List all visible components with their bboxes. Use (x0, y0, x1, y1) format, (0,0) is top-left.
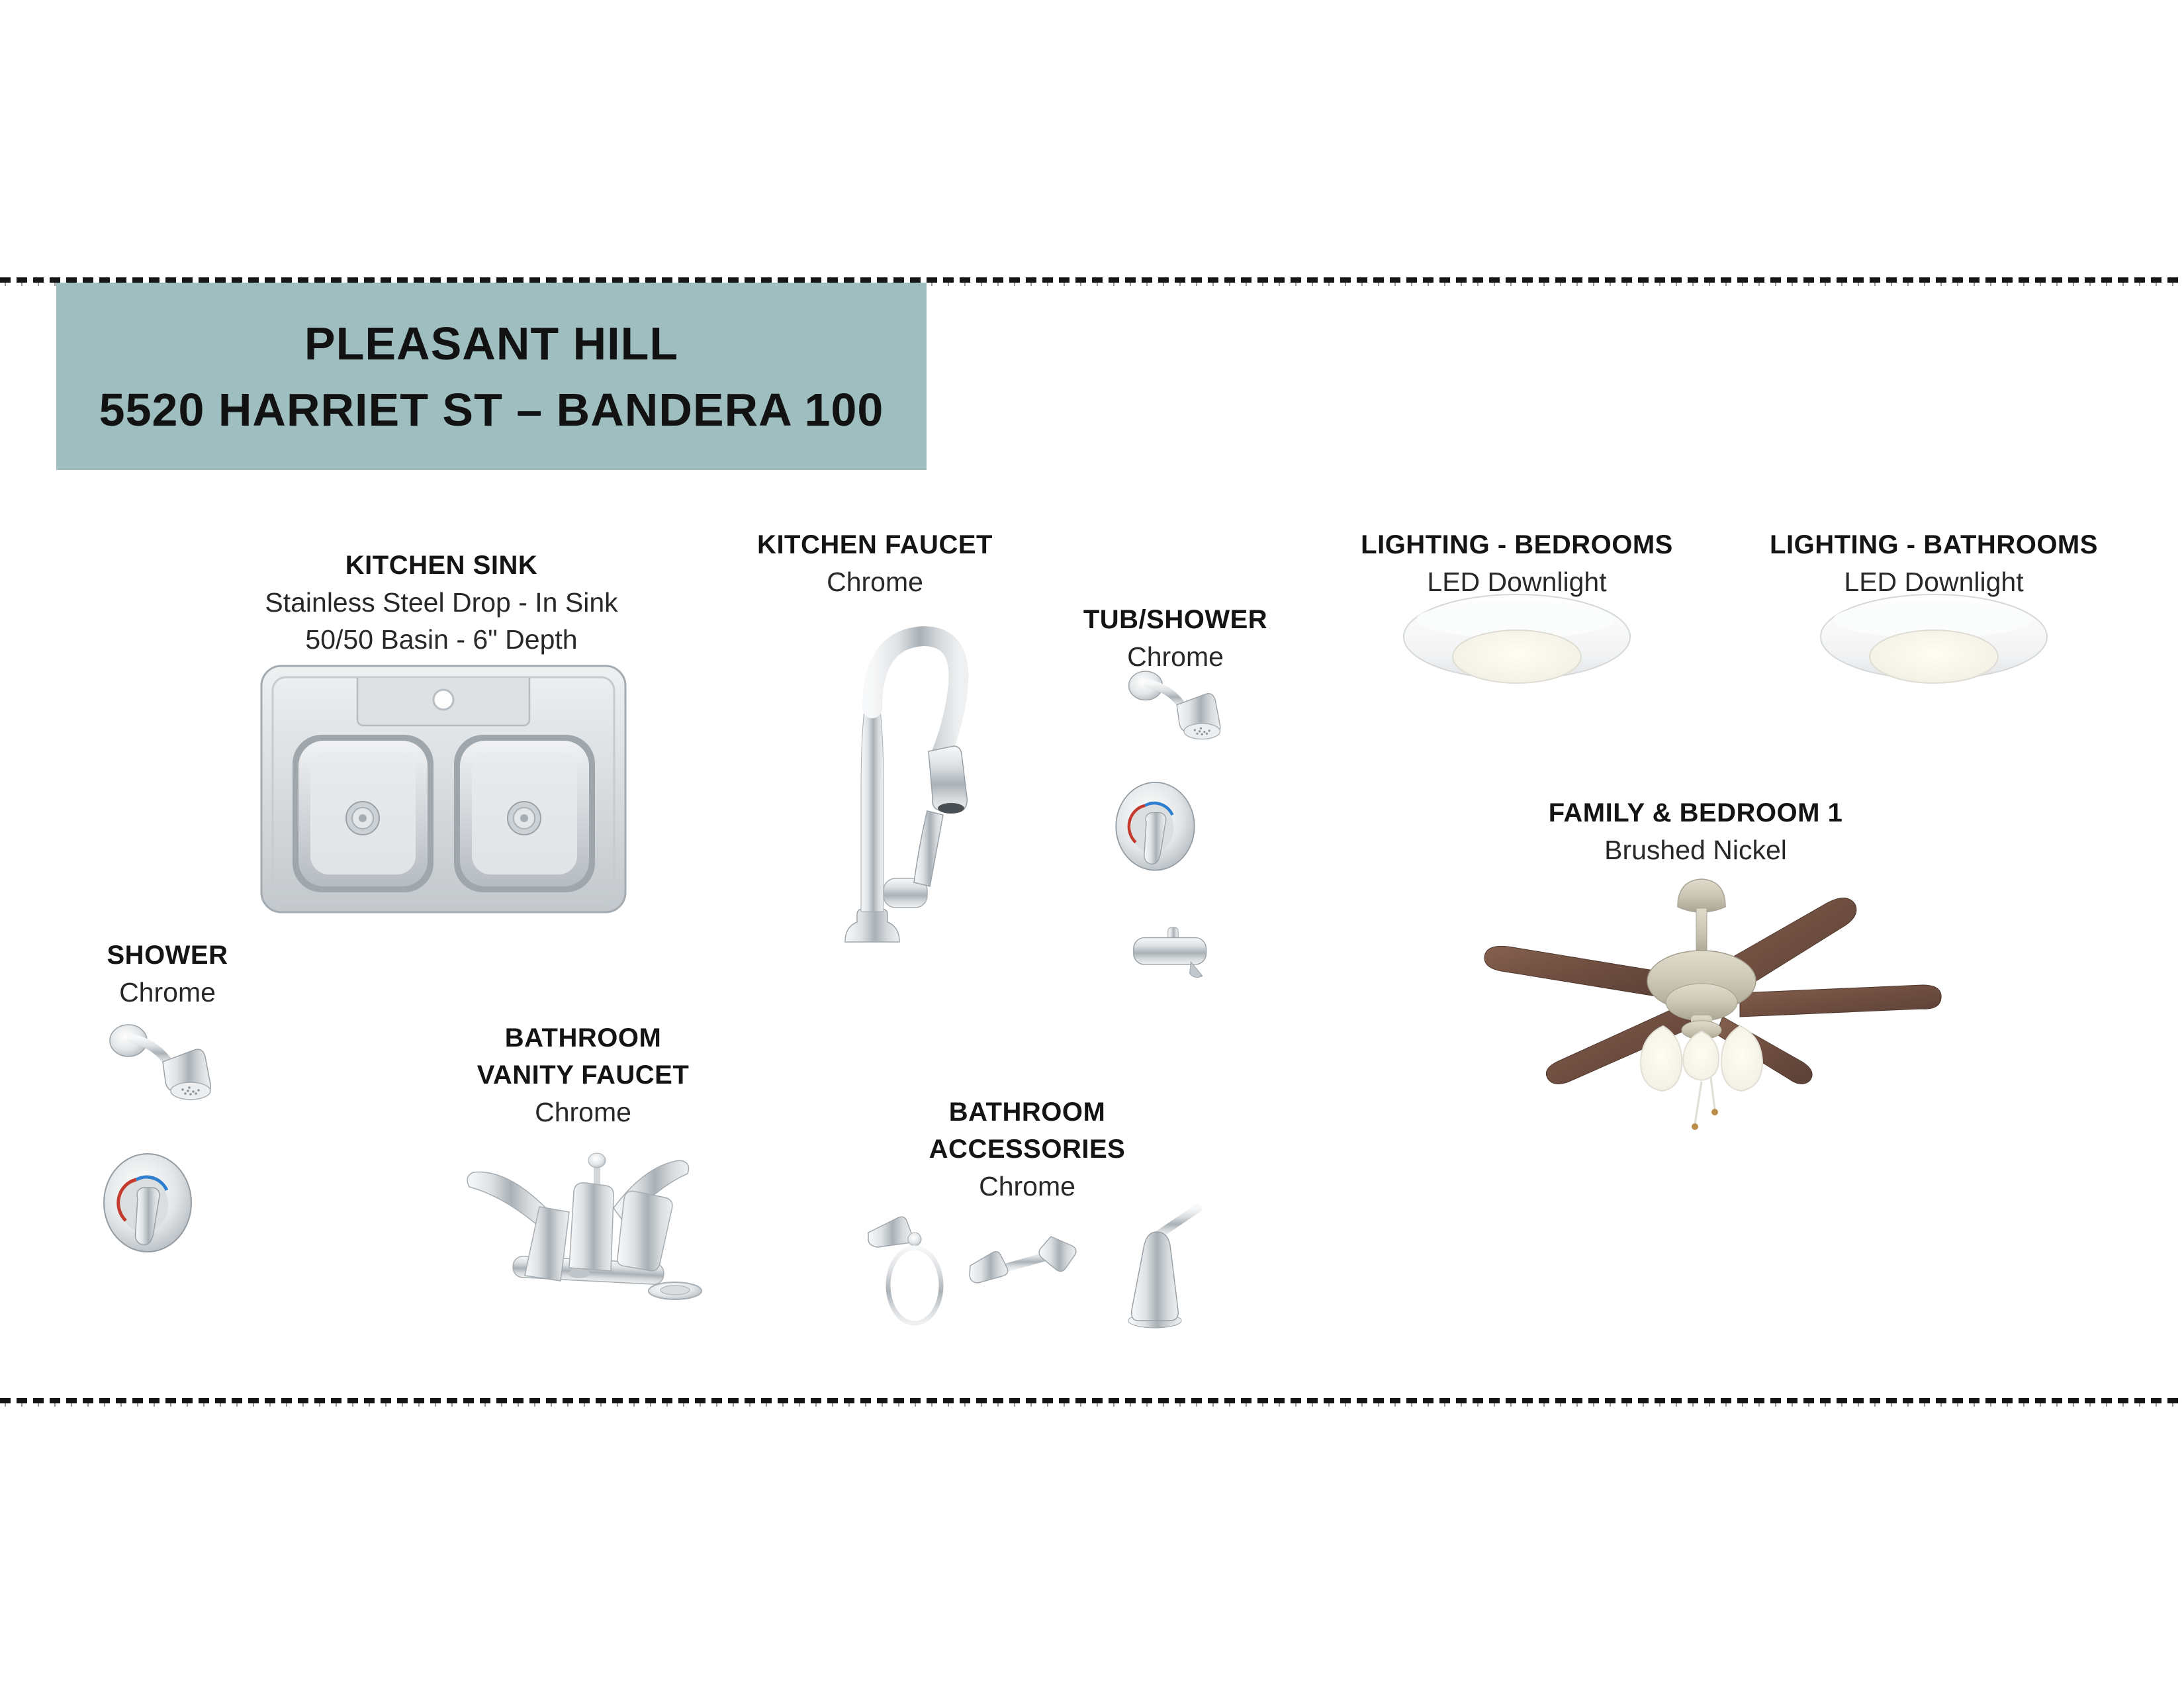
towel-ring-image (868, 1216, 944, 1326)
lighting-bedrooms-title: LIGHTING - BEDROOMS (1361, 530, 1673, 559)
towel-bar-post-image (1128, 1203, 1203, 1329)
kitchen-sink-desc-2: 50/50 Basin - 6" Depth (305, 624, 578, 655)
tub-shower-finish: Chrome (1127, 641, 1224, 672)
tub-shower-label: TUB/SHOWER Chrome (1083, 601, 1267, 675)
lighting-bathrooms-sub: LED Downlight (1844, 567, 2024, 597)
header-box: PLEASANT HILL 5520 HARRIET ST – BANDERA … (56, 283, 927, 470)
downlight-bathrooms-image (1820, 594, 2048, 684)
vanity-faucet-title-1: BATHROOM (504, 1023, 662, 1053)
downlight-bedrooms-image (1403, 594, 1631, 684)
sink-basin-left (293, 735, 433, 892)
top-dashed-cut-line (0, 277, 2184, 286)
tub-spout-image (1133, 927, 1207, 978)
shower-finish: Chrome (119, 977, 216, 1008)
shower-title: SHOWER (107, 941, 228, 970)
family-bedroom-label: FAMILY & BEDROOM 1 Brushed Nickel (1549, 794, 1843, 868)
shower-showerhead-image (109, 1024, 211, 1100)
tub-shower-valve-image (1115, 781, 1195, 871)
kitchen-faucet-label: KITCHEN FAUCET Chrome (757, 526, 993, 600)
accessories-title-2: ACCESSORIES (929, 1135, 1126, 1164)
vanity-faucet-finish: Chrome (535, 1097, 631, 1127)
kitchen-faucet-image (844, 626, 969, 943)
lighting-bedrooms-label: LIGHTING - BEDROOMS LED Downlight (1361, 526, 1673, 600)
vanity-faucet-title-2: VANITY FAUCET (477, 1060, 690, 1090)
family-bedroom-title: FAMILY & BEDROOM 1 (1548, 798, 1843, 827)
bottom-dashed-cut-line (0, 1398, 2184, 1407)
shower-label: SHOWER Chrome (107, 937, 228, 1011)
lighting-bathrooms-label: LIGHTING - BATHROOMS LED Downlight (1770, 526, 2098, 600)
vanity-faucet-image (467, 1152, 702, 1300)
header-community-name: PLEASANT HILL (304, 317, 679, 369)
toilet-paper-holder-image (969, 1236, 1077, 1284)
lighting-bathrooms-title: LIGHTING - BATHROOMS (1770, 530, 2098, 559)
kitchen-sink-image (260, 665, 627, 914)
accessories-title-1: BATHROOM (948, 1098, 1106, 1127)
kitchen-sink-label: KITCHEN SINK Stainless Steel Drop - In S… (265, 547, 617, 658)
accessories-label: BATHROOM ACCESSORIES Chrome (929, 1094, 1126, 1205)
kitchen-sink-desc-1: Stainless Steel Drop - In Sink (265, 587, 618, 618)
sink-basin-right (454, 735, 595, 892)
vanity-faucet-label: BATHROOM VANITY FAUCET Chrome (477, 1019, 690, 1131)
lighting-bedrooms-sub: LED Downlight (1427, 567, 1607, 597)
shower-valve-image (103, 1153, 192, 1252)
ceiling-fan-image (1484, 878, 1942, 1130)
family-bedroom-finish: Brushed Nickel (1604, 835, 1787, 865)
tub-shower-showerhead-image (1128, 671, 1221, 740)
kitchen-faucet-title: KITCHEN FAUCET (757, 530, 993, 559)
kitchen-sink-title: KITCHEN SINK (345, 551, 538, 580)
kitchen-faucet-finish: Chrome (827, 567, 923, 597)
tub-shower-title: TUB/SHOWER (1083, 605, 1268, 634)
accessories-finish: Chrome (979, 1171, 1075, 1201)
header-address: 5520 HARRIET ST – BANDERA 100 (99, 383, 884, 436)
